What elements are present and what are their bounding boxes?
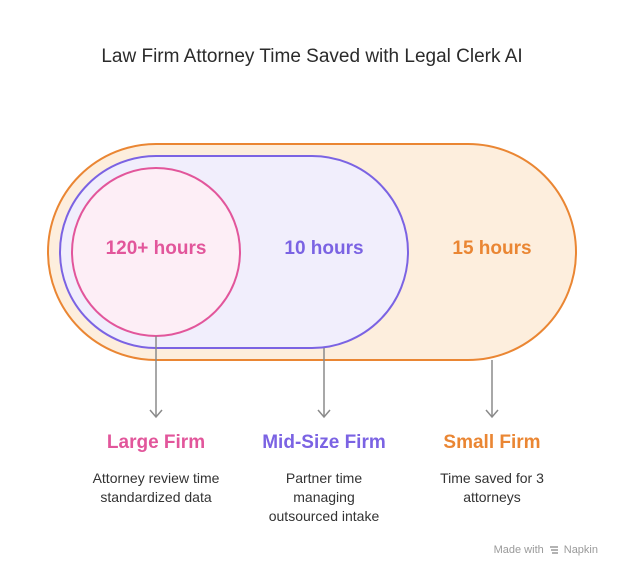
mid-size-firm-description-line: managing bbox=[293, 489, 355, 505]
large-firm-description-line: standardized data bbox=[100, 489, 212, 505]
diagram-title: Law Firm Attorney Time Saved with Legal … bbox=[101, 46, 523, 67]
large-firm-connector bbox=[149, 336, 163, 419]
napkin-brand-text: Napkin bbox=[563, 544, 598, 556]
napkin-watermark: Made with Napkin bbox=[494, 544, 598, 556]
mid-size-firm-description-line: outsourced intake bbox=[268, 508, 380, 524]
napkin-logo-icon bbox=[548, 544, 560, 556]
large-firm-label: Large Firm bbox=[106, 432, 206, 453]
small-firm-description: Time saved for 3 attorneys bbox=[412, 469, 572, 507]
small-firm-hours: 15 hours bbox=[452, 238, 532, 259]
mid-size-firm-connector bbox=[317, 348, 331, 419]
made-with-text: Made with bbox=[493, 544, 544, 556]
small-firm-description-line: Time saved for 3 bbox=[440, 470, 544, 486]
large-firm-description: Attorney review time standardized data bbox=[66, 469, 246, 507]
small-firm-connector bbox=[485, 360, 499, 419]
mid-size-firm-hours: 10 hours bbox=[284, 238, 364, 259]
small-firm-label: Small Firm bbox=[443, 432, 541, 453]
mid-size-firm-description: Partner time managing outsourced intake bbox=[244, 469, 404, 526]
large-firm-description-line: Attorney review time bbox=[92, 470, 220, 486]
small-firm-description-line: attorneys bbox=[463, 489, 521, 505]
mid-size-firm-description-line: Partner time bbox=[285, 470, 363, 486]
large-firm-hours: 120+ hours bbox=[105, 238, 207, 259]
mid-size-firm-label: Mid-Size Firm bbox=[262, 432, 386, 453]
